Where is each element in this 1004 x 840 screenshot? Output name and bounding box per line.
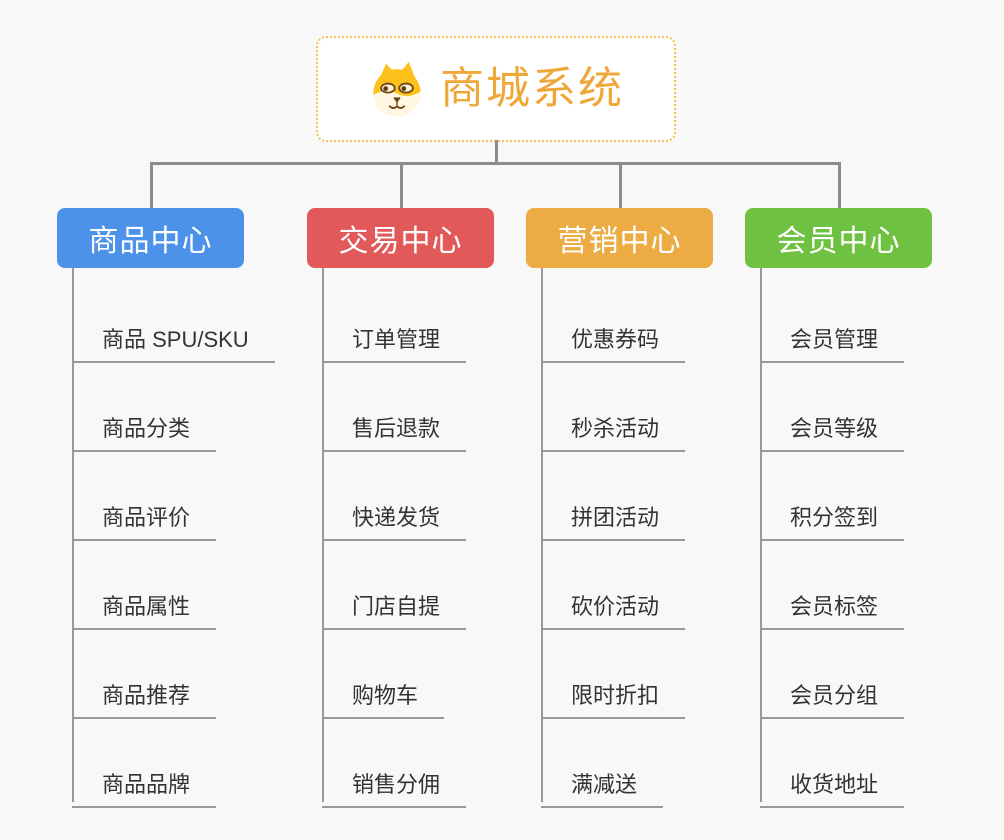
branch-node-2[interactable]: 营销中心 [526,208,713,268]
branch-node-label: 营销中心 [557,225,682,258]
branch-node-3[interactable]: 会员中心 [745,208,932,268]
leaf-node[interactable]: 积分签到 [760,489,905,541]
leaf-node[interactable]: 商品品牌 [72,756,217,808]
leaf-node[interactable]: 购物车 [322,667,445,719]
connector-line-vertical [495,140,498,165]
leaf-node[interactable]: 收货地址 [760,756,905,808]
connector-line-horizontal [149,162,841,165]
branch-node-label: 交易中心 [338,225,463,258]
leaf-node[interactable]: 会员管理 [760,311,905,363]
branch-node-1[interactable]: 交易中心 [307,208,494,268]
leaf-node[interactable]: 商品推荐 [72,667,217,719]
leaf-node[interactable]: 销售分佣 [322,756,467,808]
connector-line-vertical [837,162,841,208]
leaf-node[interactable]: 拼团活动 [541,489,686,541]
leaf-node[interactable]: 会员标签 [760,578,905,630]
branch-trunk-line [760,268,762,802]
connector-line-vertical [399,162,403,208]
leaf-node[interactable]: 商品分类 [72,400,217,452]
leaf-node[interactable]: 秒杀活动 [541,400,686,452]
branch-trunk-line [72,268,74,802]
branch-node-0[interactable]: 商品中心 [57,208,244,268]
branch-node-label: 商品中心 [88,225,213,258]
leaf-node[interactable]: 砍价活动 [541,578,686,630]
connector-line-vertical [618,162,622,208]
leaf-node[interactable]: 商品属性 [72,578,217,630]
leaf-node[interactable]: 门店自提 [322,578,467,630]
leaf-node[interactable]: 商品评价 [72,489,217,541]
leaf-node[interactable]: 订单管理 [322,311,467,363]
branch-trunk-line [541,268,543,802]
leaf-node[interactable]: 售后退款 [322,400,467,452]
root-title: 商城系统 [440,64,624,113]
shiba-dog-icon [373,61,421,117]
leaf-node[interactable]: 快递发货 [322,489,467,541]
root-node[interactable]: 商城系统 [316,36,676,142]
leaf-node[interactable]: 满减送 [541,756,664,808]
leaf-node[interactable]: 会员等级 [760,400,905,452]
connector-line-vertical [149,162,153,208]
leaf-node[interactable]: 优惠券码 [541,311,686,363]
branch-node-label: 会员中心 [776,225,901,258]
branch-trunk-line [322,268,324,802]
leaf-node[interactable]: 会员分组 [760,667,905,719]
leaf-node[interactable]: 限时折扣 [541,667,686,719]
leaf-node[interactable]: 商品 SPU/SKU [72,311,275,363]
